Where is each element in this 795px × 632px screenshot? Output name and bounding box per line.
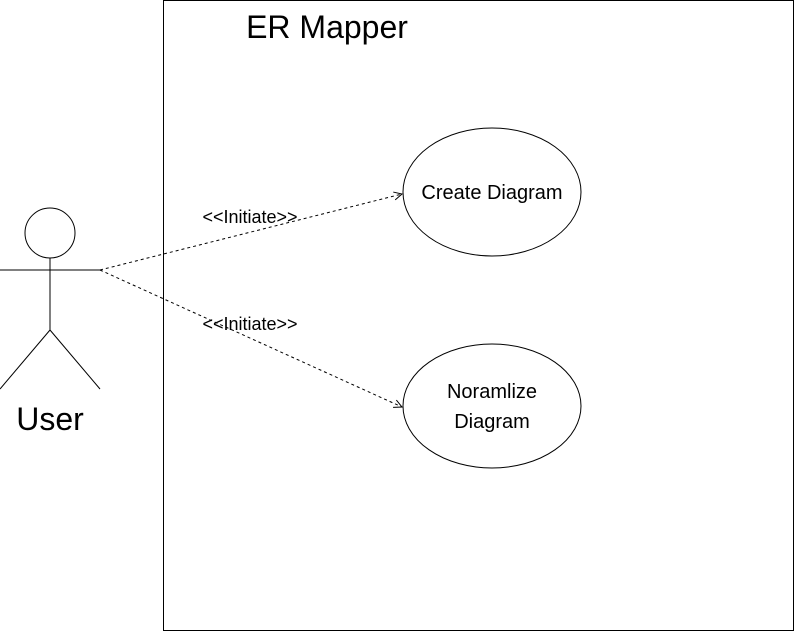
use-case-label: Create Diagram [421,182,562,204]
use-case-create-diagram: Create Diagram [402,127,582,257]
system-boundary [163,0,794,631]
stereotype-label-normalize: <<Initiate>> [202,314,297,334]
use-case-ellipse [402,343,582,469]
use-case-label-line-2: Diagram [454,411,530,433]
use-case-ellipse [402,127,582,257]
association-line-create [99,194,402,271]
stereotype-label-create: <<Initiate>> [202,207,297,227]
actor-user: User [0,207,101,437]
actor-right-leg [49,329,101,390]
system-title: ER Mapper [246,9,408,45]
use-case-label-line-1: Noramlize [447,381,537,403]
actor-head [24,207,76,259]
association-line-normalize [99,269,402,407]
actor-left-leg [0,329,51,390]
actor-name: User [16,401,84,437]
use-case-normalize-diagram: Noramlize Diagram [402,343,582,469]
